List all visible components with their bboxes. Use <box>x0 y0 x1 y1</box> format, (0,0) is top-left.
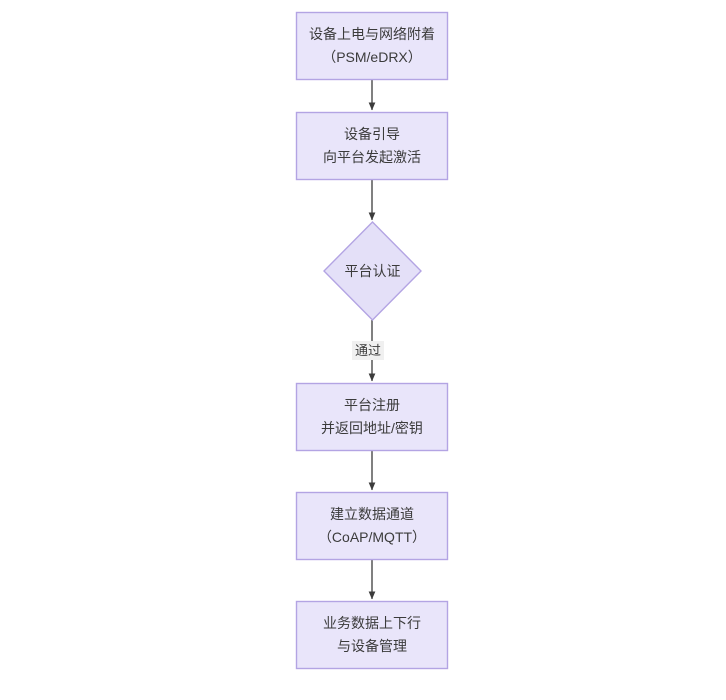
node-business-data[interactable] <box>295 600 449 670</box>
edge-label-pass: 通过 <box>352 341 385 360</box>
node-bootstrap[interactable] <box>295 111 449 181</box>
node-power-on[interactable] <box>295 11 449 81</box>
node-data-channel[interactable] <box>295 491 449 561</box>
node-platform-auth[interactable] <box>323 221 422 321</box>
node-platform-register[interactable] <box>295 382 449 452</box>
